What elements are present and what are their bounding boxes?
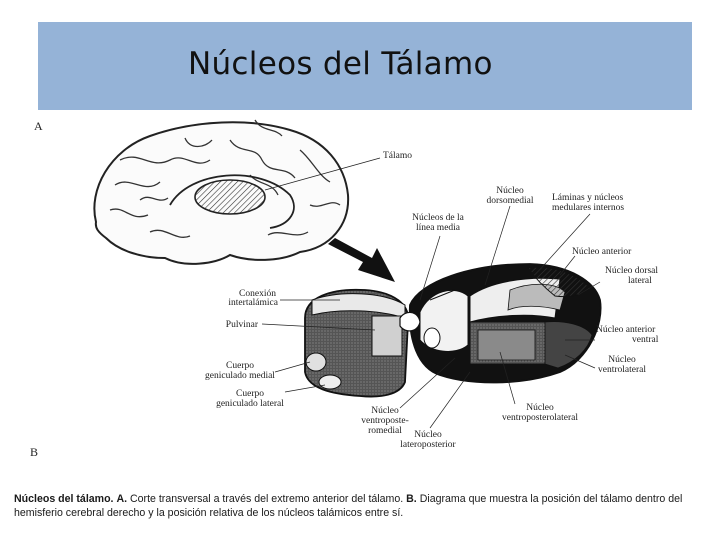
label-dorsal-lateral-1: Núcleo dorsal — [605, 266, 658, 276]
label-laminas-2: medulares internos — [552, 203, 624, 213]
caption-part-b-text: Diagrama que muestra la posición del tál… — [14, 493, 683, 519]
label-anterior-ventral-2: ventral — [632, 335, 659, 345]
figure-labels: Tálamo Núcleo dorsomedial Láminas y núcl… — [205, 151, 659, 450]
thalamus-figure: A B — [30, 119, 659, 459]
brain-thalamus-hatch — [194, 179, 266, 215]
label-vpl-2: ventroposterolateral — [502, 413, 578, 423]
label-dorsomedial-1: Núcleo — [496, 186, 524, 196]
thalamus-anterior-block — [399, 263, 602, 384]
label-vpm-1: Núcleo — [371, 406, 399, 416]
label-talamo: Tálamo — [383, 151, 412, 161]
label-pulvinar: Pulvinar — [226, 320, 259, 330]
label-ventrolateral-2: ventrolateral — [598, 365, 646, 375]
caption-part-b-letter: B. — [406, 493, 417, 505]
label-vpl-1: Núcleo — [526, 403, 554, 413]
label-conexion-1: Conexión — [239, 289, 276, 299]
label-linea-media-2: línea media — [416, 223, 461, 233]
title-bar: Núcleos del Tálamo — [38, 22, 692, 110]
label-vpm-3: romedial — [368, 426, 402, 436]
pointer-arrow — [328, 238, 395, 282]
label-linea-media-1: Núcleos de la — [412, 213, 464, 223]
label-nucleo-anterior: Núcleo anterior — [572, 247, 632, 257]
panel-letter-a: A — [34, 119, 43, 133]
label-lateroposterior-1: Núcleo — [414, 430, 442, 440]
thalamus-posterior-block — [304, 288, 409, 398]
figure-caption: Núcleos del tálamo. A. Corte transversal… — [14, 492, 714, 520]
label-geniculado-medial-1: Cuerpo — [226, 361, 254, 371]
label-anterior-ventral-1: Núcleo anterior — [596, 325, 656, 335]
label-geniculado-medial-2: geniculado medial — [205, 371, 275, 381]
label-ventrolateral-1: Núcleo — [608, 355, 636, 365]
label-dorsomedial-2: dorsomedial — [487, 196, 534, 206]
label-laminas-1: Láminas y núcleos — [552, 193, 624, 203]
caption-heading: Núcleos del tálamo. — [14, 493, 114, 505]
slide-title: Núcleos del Tálamo — [188, 46, 493, 82]
panel-letter-b: B — [30, 445, 38, 459]
label-conexion-2: intertalámica — [228, 298, 278, 308]
label-vpm-2: ventroposte- — [361, 416, 409, 426]
label-dorsal-lateral-2: lateral — [628, 276, 652, 286]
label-geniculado-lateral-2: geniculado lateral — [216, 399, 284, 409]
label-lateroposterior-2: lateroposterior — [400, 440, 456, 450]
caption-part-a-text: Corte transversal a través del extremo a… — [130, 493, 404, 505]
label-geniculado-lateral-1: Cuerpo — [236, 389, 264, 399]
brain-hemisphere — [93, 119, 381, 265]
caption-part-a-letter: A. — [116, 493, 128, 505]
